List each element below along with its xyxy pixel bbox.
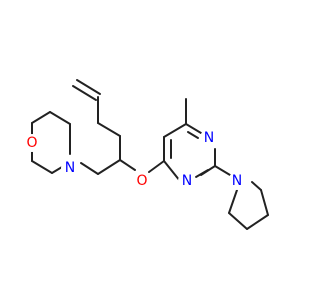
bond-pyr-3-inner [187, 131, 199, 139]
bond-pyr-5-inner [195, 169, 209, 178]
nitrogen-morpholine-label: N [65, 160, 75, 176]
nitrogen-pyrimidine-bottom-atom: N [178, 172, 196, 190]
bonds-layer [31, 79, 269, 230]
oxygen-ether-label: O [136, 173, 147, 189]
oxygen-ether-atom-bg [133, 172, 151, 190]
nitrogen-pyrrolidine-atom: N [228, 172, 246, 190]
oxygen-morpholine-atom: O [23, 134, 41, 152]
nitrogen-pyrimidine-bottom-atom-bg [178, 172, 196, 190]
bond-morph-3 [31, 111, 51, 124]
bond-pyr-2 [163, 123, 187, 138]
atoms-layer: O N O N N N [23, 129, 246, 190]
nitrogen-pyrimidine-top-atom-bg [200, 129, 218, 147]
bond-morph-2 [49, 111, 71, 125]
bond-center-ch2 [97, 159, 121, 175]
oxygen-morpholine-label: O [26, 135, 37, 151]
nitrogen-pyrrolidine-label: N [232, 173, 242, 189]
nitrogen-morpholine-atom: N [61, 159, 79, 177]
bond-pyr-6 [163, 160, 181, 182]
bond-pyr-to-pyrrolidine [214, 165, 231, 176]
bond-o-pyrimidine [148, 160, 165, 173]
bond-morph-6 [51, 166, 63, 174]
bond-pyrrolidine-3 [246, 214, 269, 230]
bond-pyrrolidine-4 [260, 189, 269, 216]
bond-pyrrolidine-1 [228, 189, 238, 214]
nitrogen-pyrimidine-top-atom: N [200, 129, 218, 147]
oxygen-ether-atom: O [133, 172, 151, 190]
nitrogen-morpholine-atom-bg [61, 159, 79, 177]
bond-pyr-3 [185, 123, 202, 134]
bond-chain-2 [97, 122, 121, 137]
molecule-structure: O N O N N N [23, 79, 269, 230]
bond-ch2-n-morpholine [80, 162, 99, 175]
bond-center-o [119, 159, 136, 171]
oxygen-morpholine-atom-bg [23, 134, 41, 152]
bond-morph-5 [31, 160, 53, 174]
nitrogen-pyrimidine-bottom-label: N [182, 173, 192, 189]
molecule-canvas: O N O N N N [23, 79, 269, 230]
bond-pyrrolidine-5 [251, 181, 262, 191]
bond-pyrrolidine-2 [228, 212, 248, 230]
bond-alkene-double-b [76, 79, 101, 95]
bond-alkene-double-a [72, 85, 97, 101]
nitrogen-pyrrolidine-atom-bg [228, 172, 246, 190]
nitrogen-pyrimidine-top-label: N [204, 130, 214, 146]
